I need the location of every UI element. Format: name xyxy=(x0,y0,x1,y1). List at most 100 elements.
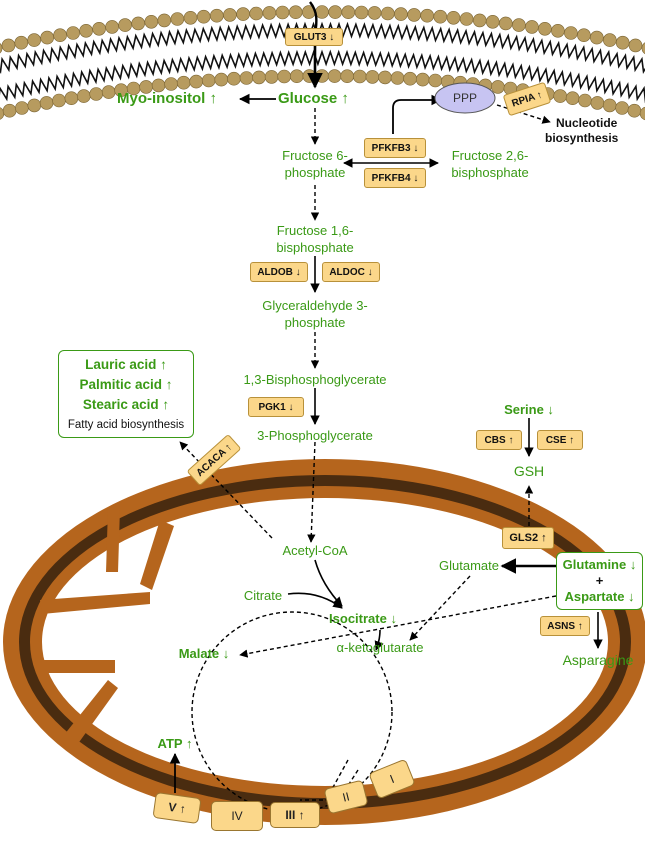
pfkfb3-enzyme: PFKFB3 ↓ xyxy=(364,138,426,158)
membrane-bead-outer xyxy=(328,5,343,19)
crista xyxy=(40,592,150,614)
membrane-bead-outer xyxy=(512,18,526,32)
membrane-bead-inner xyxy=(27,98,42,113)
membrane-bead-outer xyxy=(0,43,3,54)
membrane-bead-inner xyxy=(378,70,392,85)
asns-enzyme: ASNS ↑ xyxy=(540,616,590,636)
membrane-bead-inner xyxy=(214,72,229,87)
complex-iv: IV xyxy=(211,801,263,831)
fructose-1-6-bisphosphate-line1: Fructose 1,6- xyxy=(276,223,354,238)
fatty-acid-box xyxy=(58,350,194,438)
membrane-bead-outer xyxy=(564,26,578,40)
membrane-bead-inner xyxy=(89,87,103,101)
membrane-bead-inner xyxy=(189,74,203,89)
membrane-bead-inner xyxy=(639,106,645,121)
membrane-bead-outer xyxy=(420,8,435,23)
membrane-bead-outer xyxy=(27,33,42,47)
membrane-bead-inner xyxy=(315,69,329,83)
membrane-bead-inner xyxy=(64,91,79,105)
malate: Malate ↓ xyxy=(178,646,230,661)
membrane-bead-inner xyxy=(227,71,241,86)
membrane-bead-inner xyxy=(403,71,417,86)
membrane-bead-outer xyxy=(66,26,80,40)
glutamine-aspartate-box xyxy=(556,552,643,610)
membrane-bead-outer xyxy=(602,33,617,47)
membrane-bead-outer xyxy=(615,35,630,50)
membrane-bead-inner xyxy=(590,96,605,110)
membrane-bead-outer xyxy=(407,8,421,22)
cse-enzyme: CSE ↑ xyxy=(537,430,583,450)
glutamate: Glutamate xyxy=(439,558,499,573)
nucleotide-biosynthesis-label-1: Nucleotide xyxy=(556,116,618,130)
membrane-bead-outer xyxy=(14,35,29,50)
fructose-6-phosphate-line2: phosphate xyxy=(284,165,346,180)
membrane-bead-inner xyxy=(327,69,342,83)
crista xyxy=(60,680,118,752)
membrane-bead-outer xyxy=(118,18,132,32)
aspartate: Aspartate ↓ xyxy=(564,589,635,604)
membrane-bead-outer xyxy=(144,14,159,29)
membrane-bead-inner xyxy=(578,93,592,108)
crista xyxy=(140,520,174,590)
membrane-bead-outer xyxy=(92,21,106,36)
membrane-bead-outer xyxy=(459,12,474,26)
atp: ATP ↑ xyxy=(157,736,193,751)
membrane-bead-outer xyxy=(628,38,643,53)
membrane-bead-inner xyxy=(239,71,254,85)
membrane-bead-inner xyxy=(39,96,54,110)
membrane-bead-inner xyxy=(77,89,91,103)
glyceraldehyde-3-phosphate-line1: Glyceraldehyde 3- xyxy=(262,298,368,313)
membrane-bead-outer xyxy=(157,13,172,28)
stearic-acid: Stearic acid ↑ xyxy=(82,397,170,412)
fructose-1-6-bisphosphate-line2: bisphosphate xyxy=(276,240,354,255)
1-3-bisphosphoglycerate: 1,3-Bisphosphoglycerate xyxy=(243,372,387,387)
aldob-enzyme: ALDOB ↓ xyxy=(250,262,308,282)
fructose-6-phosphate-line1: Fructose 6- xyxy=(282,148,348,163)
acetyl-coa: Acetyl-CoA xyxy=(282,543,348,558)
cbs-enzyme: CBS ↑ xyxy=(476,430,522,450)
membrane-bead-outer xyxy=(79,23,93,38)
membrane-bead-outer xyxy=(315,5,329,19)
membrane-bead-inner xyxy=(565,91,580,105)
membrane-tails-inner xyxy=(0,49,645,104)
lauric-acid: Lauric acid ↑ xyxy=(85,357,167,372)
membrane-bead-outer xyxy=(472,13,487,28)
membrane-bead-inner xyxy=(415,72,430,87)
alpha-ketoglutarate: α-ketoglutarate xyxy=(336,640,424,655)
membrane-bead-outer xyxy=(223,8,237,22)
membrane-bead-inner xyxy=(15,101,29,115)
membrane-bead-outer xyxy=(589,30,604,45)
plus-sign: + xyxy=(595,573,604,588)
membrane-bead-outer xyxy=(288,5,303,19)
membrane-bead-inner xyxy=(164,77,178,91)
crista xyxy=(35,660,115,673)
membrane-bead-inner xyxy=(2,103,17,118)
membrane-bead-outer xyxy=(236,7,250,21)
membrane-bead-inner xyxy=(428,73,443,88)
membrane-bead-outer xyxy=(262,6,277,20)
3-phosphoglycerate: 3-Phosphoglycerate xyxy=(257,428,373,443)
glut3-transporter: GLUT3 ↓ xyxy=(285,28,343,46)
membrane-bead-inner xyxy=(352,69,367,84)
membrane-bead-inner xyxy=(553,89,568,103)
membrane-bead-outer xyxy=(367,6,382,20)
membrane-bead-outer xyxy=(105,20,119,34)
membrane-bead-outer xyxy=(394,7,408,21)
membrane-bead-outer xyxy=(170,12,185,26)
fructose-2-6-bisphosphate-line1: Fructose 2,6- xyxy=(451,148,529,163)
membrane-bead-outer xyxy=(485,14,500,29)
membrane-bead-outer xyxy=(275,5,290,20)
membrane-bead-outer xyxy=(538,21,552,36)
glutamine: Glutamine ↓ xyxy=(562,557,637,572)
nucleotide-biosynthesis-label-2: biosynthesis xyxy=(545,131,619,145)
membrane-bead-outer xyxy=(354,5,369,20)
membrane-bead-inner xyxy=(390,71,405,85)
ppp-node xyxy=(434,82,496,114)
membrane-bead-outer xyxy=(341,5,356,19)
complex-iii: III ↑ xyxy=(270,802,320,828)
membrane-bead-outer xyxy=(380,6,395,21)
membrane-bead-inner xyxy=(289,69,304,83)
membrane-bead-inner xyxy=(602,98,617,113)
glyceraldehyde-3-phosphate-line2: phosphate xyxy=(284,315,346,330)
